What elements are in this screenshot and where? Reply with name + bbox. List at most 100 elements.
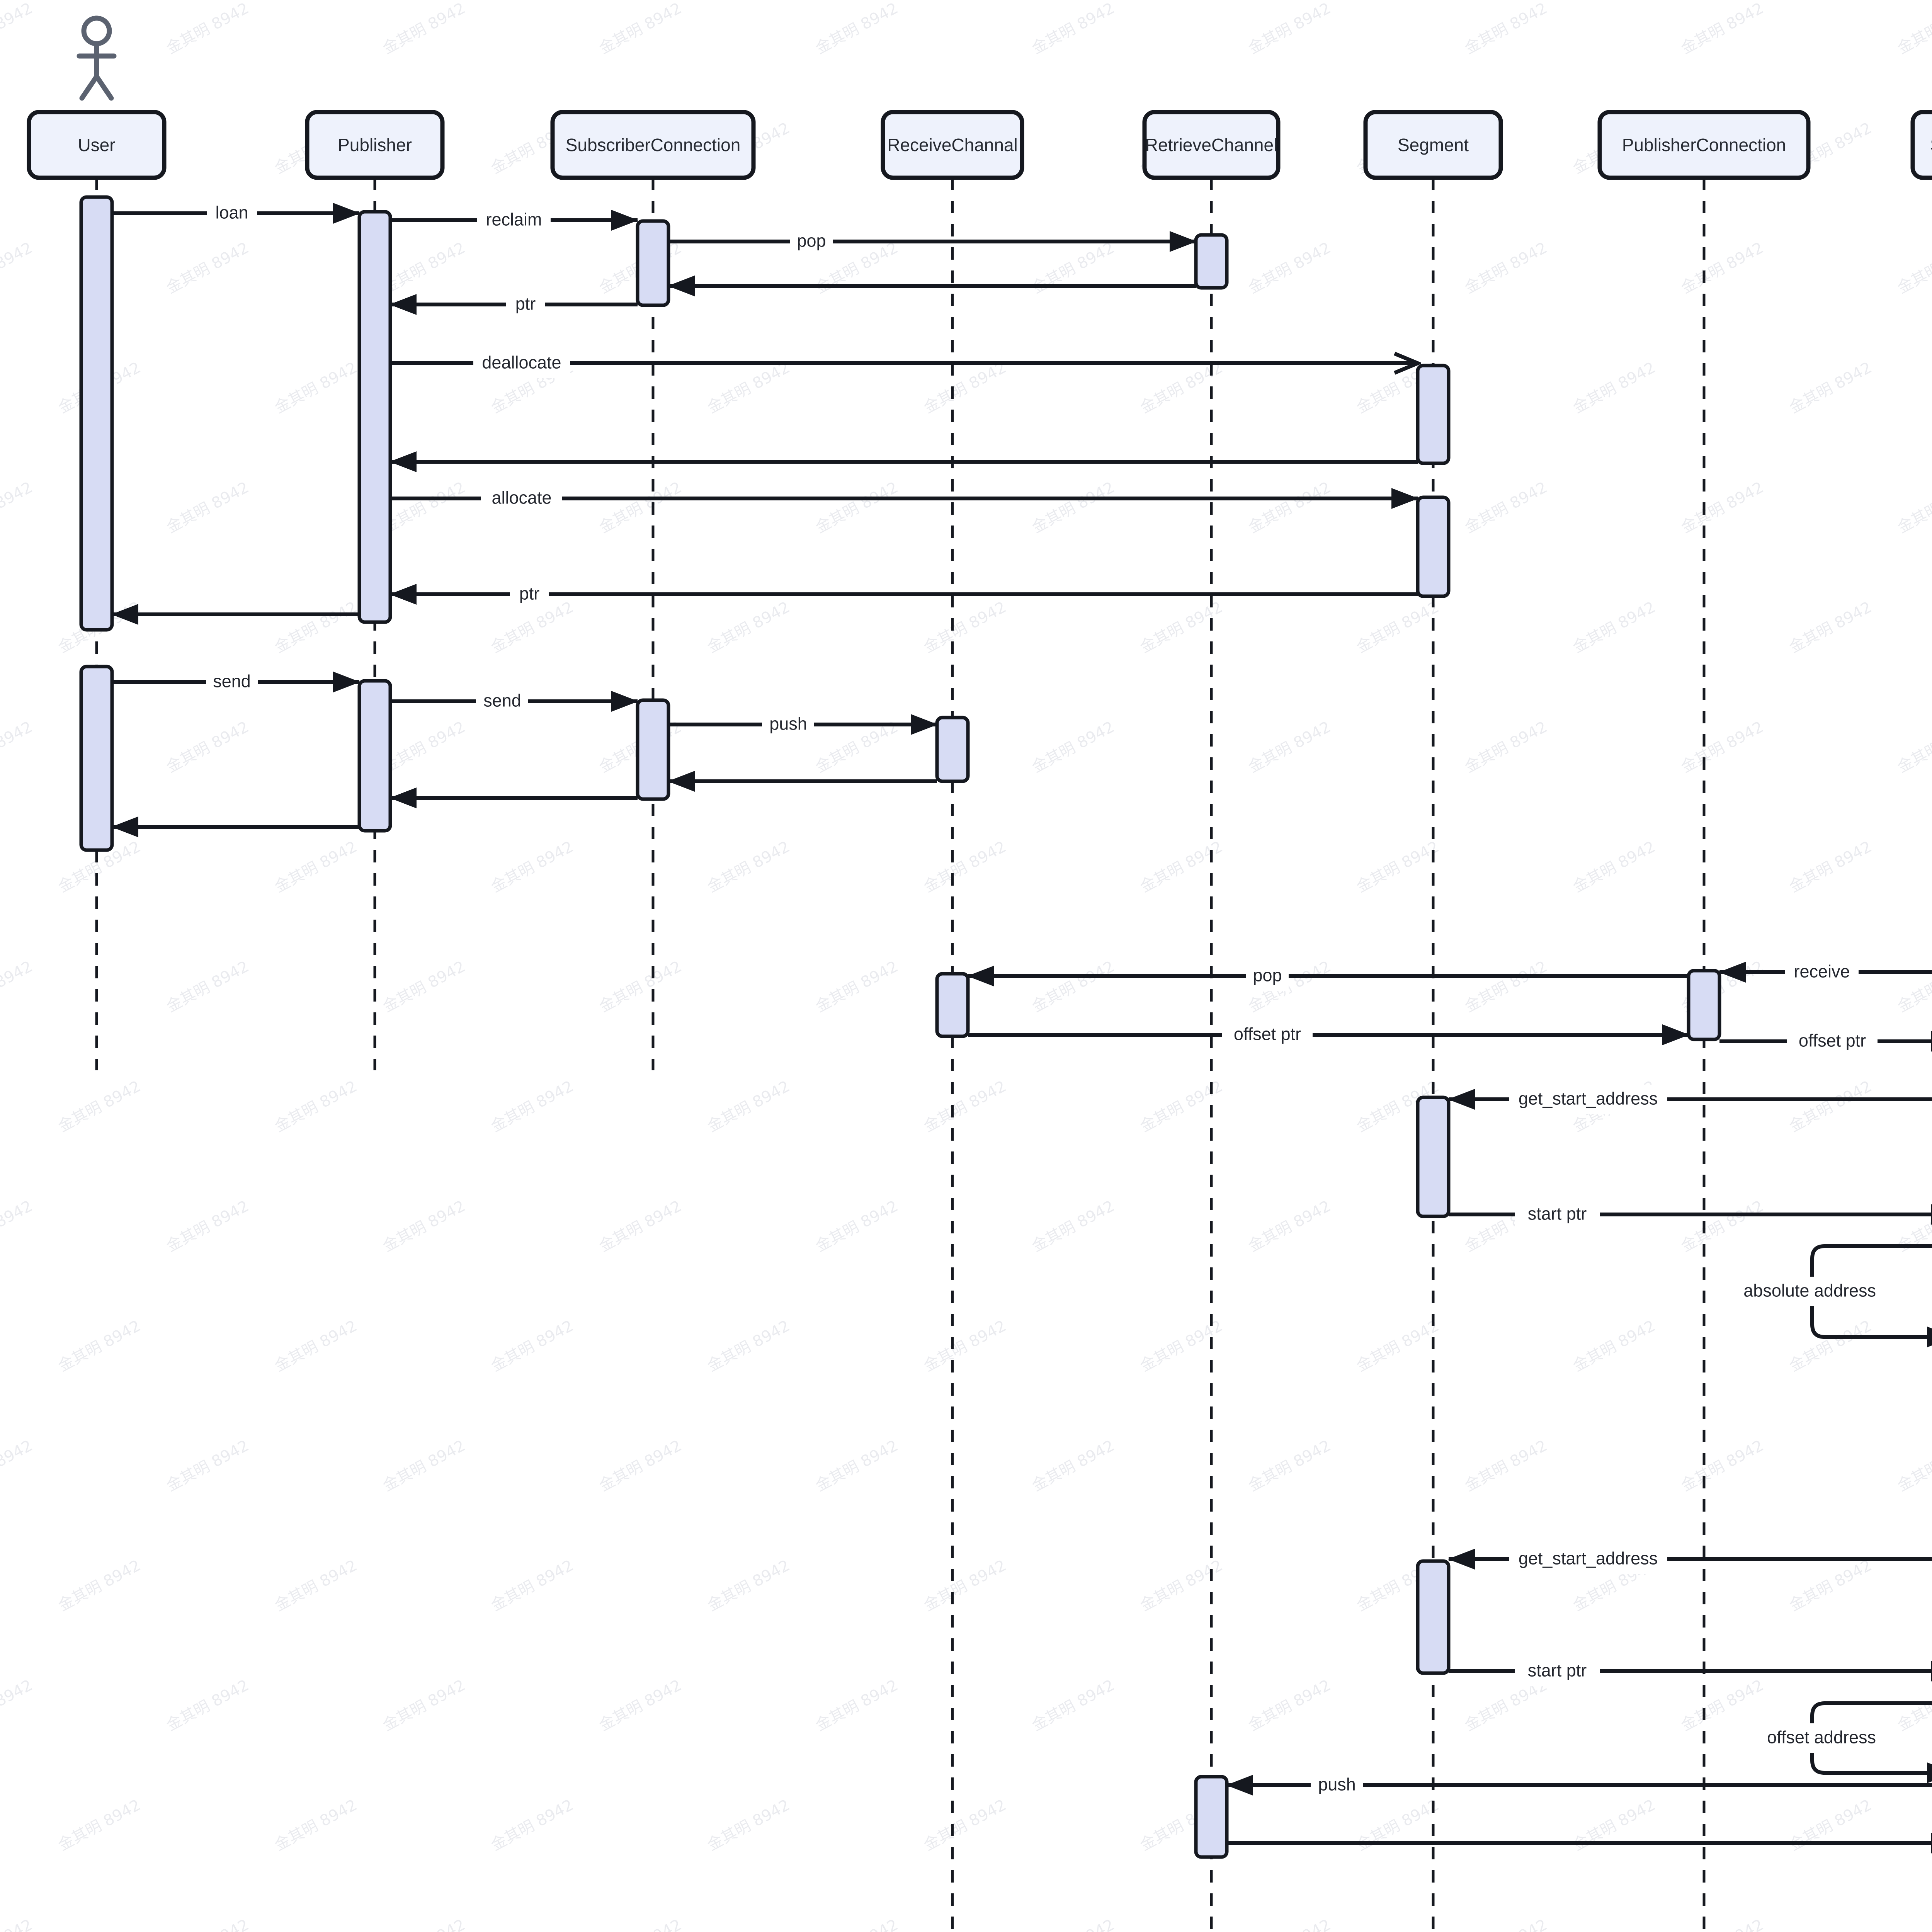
watermark-text: 金其明 8942 bbox=[272, 1077, 360, 1136]
watermark-text: 金其明 8942 bbox=[55, 1317, 144, 1375]
watermark-text: 金其明 8942 bbox=[921, 1796, 1009, 1854]
watermark-text: 金其明 8942 bbox=[813, 957, 901, 1016]
watermark-text: 金其明 8942 bbox=[0, 1197, 36, 1255]
self-message-offset-address: offset address bbox=[1745, 1701, 1932, 1783]
watermark-text: 金其明 8942 bbox=[163, 239, 252, 297]
participant-label: Publisher bbox=[338, 135, 412, 155]
watermark-text: 金其明 8942 bbox=[55, 1556, 144, 1615]
participant-user-left: User bbox=[27, 110, 167, 180]
watermark-text: 金其明 8942 bbox=[1029, 478, 1117, 537]
watermark-text: 金其明 8942 bbox=[1895, 957, 1932, 1016]
message-send-2: send bbox=[390, 687, 638, 716]
watermark-text: 金其明 8942 bbox=[1029, 1916, 1117, 1932]
watermark-text: 金其明 8942 bbox=[921, 598, 1009, 656]
watermark-text: 金其明 8942 bbox=[1462, 1437, 1550, 1495]
message-label: reclaim bbox=[486, 210, 542, 230]
message-label: ptr bbox=[515, 294, 536, 314]
watermark-text: 金其明 8942 bbox=[921, 1317, 1009, 1375]
watermark-text: 金其明 8942 bbox=[704, 598, 793, 656]
message-label: loan bbox=[215, 203, 248, 223]
activation-retrieve-channel-2 bbox=[1194, 1775, 1229, 1859]
watermark-text: 金其明 8942 bbox=[163, 1197, 252, 1255]
activation-publisher-connection-1 bbox=[1687, 969, 1721, 1041]
watermark-text: 金其明 8942 bbox=[921, 838, 1009, 896]
watermark-text: 金其明 8942 bbox=[380, 957, 468, 1016]
watermark-text: 金其明 8942 bbox=[380, 1437, 468, 1495]
messages: loan reclaim pop ptr deallocate bbox=[111, 199, 1932, 1854]
watermark-text: 金其明 8942 bbox=[1245, 1916, 1334, 1932]
watermark-text: 金其明 8942 bbox=[1029, 957, 1117, 1016]
activation-segment-3 bbox=[1416, 1095, 1451, 1218]
watermark-text: 金其明 8942 bbox=[1029, 239, 1117, 297]
message-label: offset address bbox=[1767, 1728, 1876, 1747]
watermark-text: 金其明 8942 bbox=[1895, 1916, 1932, 1932]
watermark-text: 金其明 8942 bbox=[1786, 838, 1875, 896]
message-get-start-address-2: get_start_address bbox=[1448, 1544, 1932, 1574]
watermark-text: 金其明 8942 bbox=[1462, 239, 1550, 297]
watermark-text: 金其明 8942 bbox=[0, 957, 36, 1016]
watermark-text: 金其明 8942 bbox=[1570, 598, 1658, 656]
message-loan: loan bbox=[112, 199, 360, 228]
participant-segment: Segment bbox=[1363, 110, 1503, 180]
participant-label: RetrieveChannel bbox=[1145, 135, 1278, 155]
watermark-text: 金其明 8942 bbox=[163, 478, 252, 537]
message-label: offset ptr bbox=[1234, 1024, 1301, 1044]
message-label: send bbox=[213, 672, 251, 691]
message-pop-1: pop bbox=[668, 227, 1197, 256]
watermark-text: 金其明 8942 bbox=[1895, 478, 1932, 537]
watermark-text: 金其明 8942 bbox=[163, 1676, 252, 1735]
watermark-text: 金其明 8942 bbox=[1137, 838, 1226, 896]
watermark-text: 金其明 8942 bbox=[813, 1437, 901, 1495]
watermark-text: 金其明 8942 bbox=[163, 1437, 252, 1495]
watermark-text: 金其明 8942 bbox=[163, 0, 252, 58]
watermark-text: 金其明 8942 bbox=[1895, 239, 1932, 297]
watermark-text: 金其明 8942 bbox=[1786, 359, 1875, 417]
watermark-text: 金其明 8942 bbox=[704, 359, 793, 417]
message-label: start ptr bbox=[1528, 1661, 1587, 1680]
watermark-text: 金其明 8942 bbox=[380, 718, 468, 776]
watermark-text: 金其明 8942 bbox=[596, 1437, 685, 1495]
message-reclaim: reclaim bbox=[390, 206, 638, 235]
participant-subscriber: Subscriber bbox=[1910, 110, 1932, 180]
watermark-text: 金其明 8942 bbox=[380, 1676, 468, 1735]
activation-segment-2 bbox=[1416, 495, 1451, 598]
participant-label: PublisherConnection bbox=[1622, 135, 1786, 155]
watermark-text: 金其明 8942 bbox=[488, 1796, 577, 1854]
watermark-text: 金其明 8942 bbox=[163, 718, 252, 776]
message-label: ptr bbox=[519, 584, 540, 604]
activation-segment-4 bbox=[1416, 1559, 1451, 1675]
message-label: receive bbox=[1794, 962, 1850, 981]
watermark-text: 金其明 8942 bbox=[596, 1916, 685, 1932]
watermark-text: 金其明 8942 bbox=[1570, 838, 1658, 896]
activation-bars bbox=[79, 195, 1721, 1859]
watermark-text: 金其明 8942 bbox=[1678, 1437, 1767, 1495]
watermark-text: 金其明 8942 bbox=[272, 838, 360, 896]
watermark-text: 金其明 8942 bbox=[380, 1197, 468, 1255]
watermark-text: 金其明 8942 bbox=[1462, 0, 1550, 58]
watermark-text: 金其明 8942 bbox=[1245, 1676, 1334, 1735]
message-label: get_start_address bbox=[1519, 1089, 1658, 1109]
watermark-text: 金其明 8942 bbox=[1895, 0, 1932, 58]
activation-user-left-2 bbox=[79, 665, 114, 852]
watermark-text: 金其明 8942 bbox=[596, 957, 685, 1016]
watermark-text: 金其明 8942 bbox=[272, 1556, 360, 1615]
watermark-text: 金其明 8942 bbox=[1895, 1437, 1932, 1495]
activation-publisher-2 bbox=[357, 679, 392, 833]
watermark-text: 金其明 8942 bbox=[921, 1556, 1009, 1615]
watermark-text: 金其明 8942 bbox=[488, 1077, 577, 1136]
watermark-text: 金其明 8942 bbox=[1462, 957, 1550, 1016]
watermark-text: 金其明 8942 bbox=[1895, 1676, 1932, 1735]
message-push-1: push bbox=[668, 710, 938, 739]
watermark-text: 金其明 8942 bbox=[1570, 1317, 1658, 1375]
watermark-text: 金其明 8942 bbox=[1678, 239, 1767, 297]
participant-label: Subscriber bbox=[1930, 135, 1932, 155]
watermark-text: 金其明 8942 bbox=[1462, 718, 1550, 776]
message-send-1: send bbox=[112, 667, 360, 697]
watermark-text: 金其明 8942 bbox=[813, 1197, 901, 1255]
message-ptr-1: ptr bbox=[389, 290, 638, 319]
watermark-text: 金其明 8942 bbox=[55, 1796, 144, 1854]
watermark-text: 金其明 8942 bbox=[1678, 1916, 1767, 1932]
message-label: get_start_address bbox=[1519, 1549, 1658, 1568]
message-label: pop bbox=[797, 231, 826, 251]
